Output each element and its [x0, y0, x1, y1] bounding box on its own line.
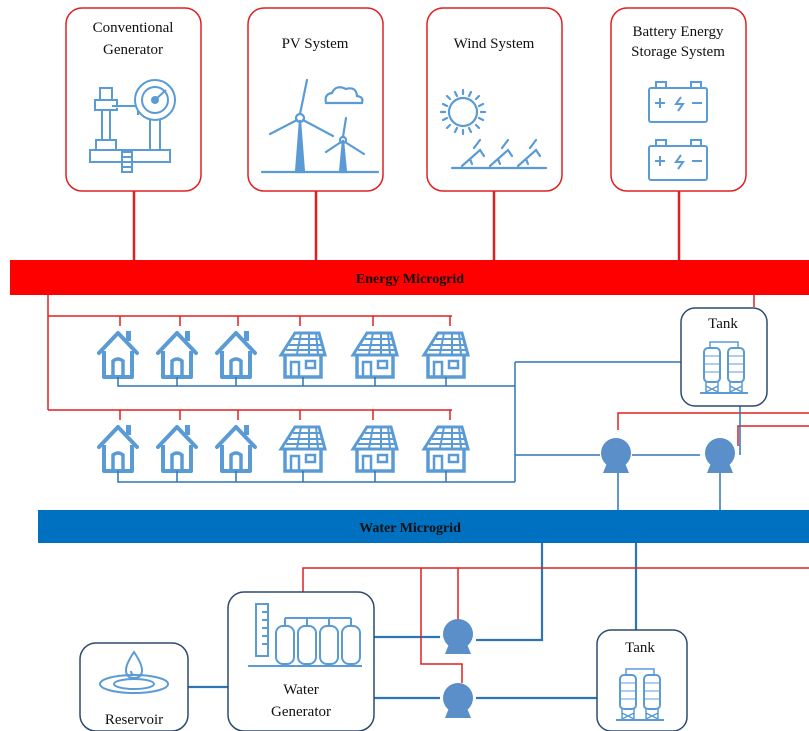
house-water-lines	[117, 361, 741, 510]
solar-house-icon	[422, 331, 470, 379]
water-generator-icon	[248, 603, 362, 667]
upper-tank-box	[680, 307, 768, 407]
solar-house-icon	[351, 425, 399, 473]
house-icon	[215, 329, 257, 379]
water-generator-label-1: Water	[283, 682, 318, 698]
source-label-pv: PV System	[282, 36, 349, 52]
conventional-generator-icon	[89, 79, 176, 173]
solar-panel-icon	[439, 88, 548, 170]
water-drop-icon	[99, 650, 169, 694]
solar-house-icon	[422, 425, 470, 473]
reservoir-label: Reservoir	[105, 712, 163, 728]
source-label-battery-2: Storage System	[631, 44, 725, 60]
source-label-conventional-2: Generator	[103, 42, 163, 58]
energy-microgrid-bus	[10, 260, 809, 295]
source-label-conventional-1: Conventional	[93, 20, 174, 36]
house-row-1	[97, 329, 470, 379]
pump-icon	[601, 438, 631, 473]
reservoir-box	[79, 642, 189, 731]
upper-tank-label: Tank	[708, 316, 738, 332]
pump-icon	[443, 683, 473, 718]
lower-tank-label: Tank	[625, 640, 655, 656]
source-connectors	[132, 191, 681, 260]
pump-icon	[705, 438, 735, 473]
house-icon	[97, 329, 139, 379]
solar-house-icon	[279, 425, 327, 473]
source-label-battery-1: Battery Energy	[633, 24, 724, 40]
lower-water-lines	[188, 543, 638, 700]
water-microgrid-bus	[38, 510, 809, 543]
battery-icon	[648, 81, 708, 181]
energy-microgrid-label: Energy Microgrid	[356, 272, 464, 287]
house-row-2	[97, 423, 470, 473]
solar-house-icon	[351, 331, 399, 379]
pump-icon	[443, 619, 473, 654]
house-icon	[215, 423, 257, 473]
lower-energy-lines	[302, 567, 809, 683]
energy-house-lines	[47, 295, 809, 446]
house-icon	[156, 329, 198, 379]
solar-house-icon	[279, 331, 327, 379]
house-icon	[97, 423, 139, 473]
wind-turbine-icon	[260, 78, 380, 174]
source-label-wind: Wind System	[454, 36, 535, 52]
house-icon	[156, 423, 198, 473]
water-generator-label-2: Generator	[271, 704, 331, 720]
water-microgrid-label: Water Microgrid	[359, 521, 461, 536]
